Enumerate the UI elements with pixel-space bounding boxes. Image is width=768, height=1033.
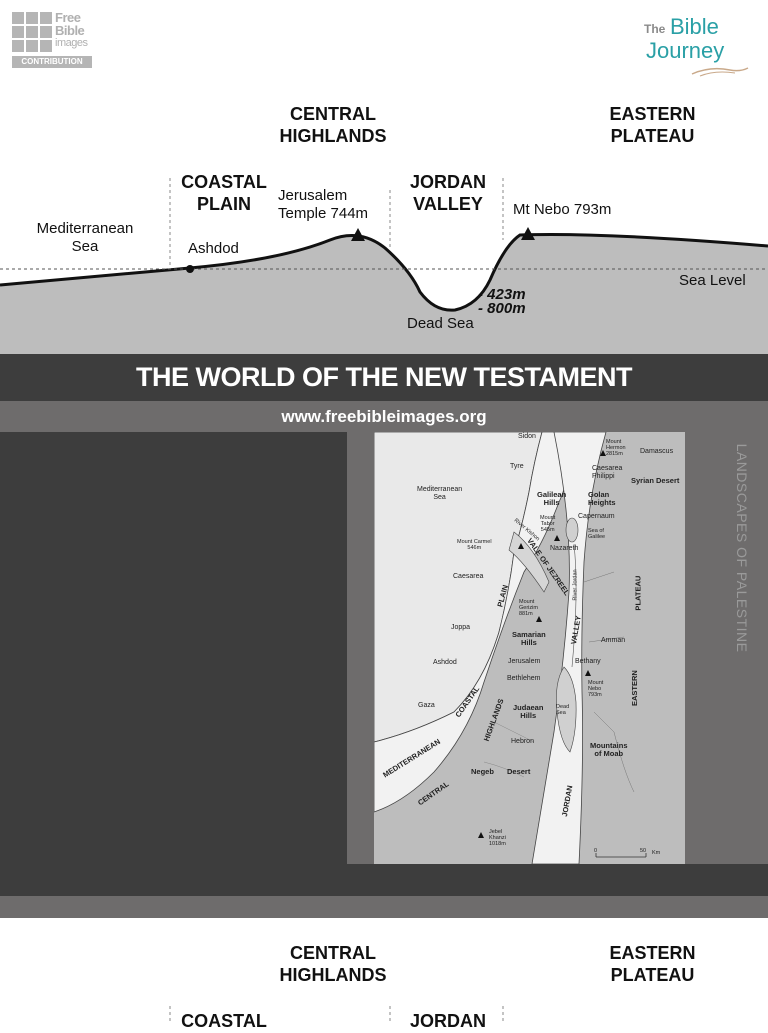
logo-contribution: CONTRIBUTION [12, 56, 92, 68]
dead-sea-profile-label: Dead Sea [407, 315, 474, 332]
depth-lake-label: - 423m [478, 286, 526, 303]
map-scale-fifty: 50 [640, 848, 647, 854]
jerusalem-peak-marker [351, 228, 365, 241]
side-label: LANDSCAPES OF PALESTINE [734, 443, 750, 653]
nebo-peak-marker [521, 227, 535, 240]
footer-band [0, 896, 768, 918]
map-hebron: Hebron [511, 738, 534, 745]
map-caesarea: Caesarea [453, 573, 484, 580]
url-band: www.freebibleimages.org [0, 401, 768, 432]
sea-level-label: Sea Level [679, 272, 746, 289]
logo-word-bible: Bible [670, 14, 719, 39]
title-banner: THE WORLD OF THE NEW TESTAMENT [0, 354, 768, 401]
map-ashdod: Ashdod [433, 659, 457, 666]
map-scale-zero: 0 [594, 848, 598, 854]
map-negeb: Negeb [471, 767, 494, 776]
map-amman: Amman [601, 637, 626, 644]
map-tyre: Tyre [510, 463, 524, 470]
map-bethlehem: Bethlehem [507, 675, 541, 682]
swoosh-icon [691, 67, 749, 77]
map-joppa: Joppa [451, 624, 471, 631]
map-nazareth: Nazareth [550, 545, 579, 552]
side-strip [711, 432, 768, 864]
map-gaza: Gaza [418, 702, 435, 709]
map-eastern: EASTERN [629, 670, 639, 707]
map-damascus: Damascus [640, 448, 674, 455]
mt-nebo-label: Mt Nebo 793m [513, 201, 612, 218]
map-river-jordan: River Jordan [572, 569, 579, 601]
ashdod-label: Ashdod [188, 240, 239, 257]
map-jerusalem: Jerusalem [508, 658, 541, 665]
repeat-dividers [169, 1006, 504, 1024]
logo-word-the: The [644, 22, 666, 36]
map-syrian-desert: Syrian Desert [631, 476, 680, 485]
logo-word-bible: Bible [55, 23, 85, 38]
map-sidon: Sidon [518, 433, 536, 440]
map-capernaum: Capernaum [578, 513, 615, 520]
bible-journey-logo: The Bible Journey [644, 14, 754, 80]
site-url: www.freebibleimages.org [281, 407, 487, 426]
elevation-profile [0, 178, 768, 354]
depth-bottom-label: - 800m [478, 300, 526, 317]
map-desert: Desert [507, 767, 531, 776]
logo-word-free: Free [55, 10, 81, 25]
logo-word-images: images [55, 37, 88, 49]
free-bible-images-logo: Free Bible images CONTRIBUTION [12, 10, 94, 70]
grid-logo-icon [12, 12, 52, 52]
map-drawing [374, 432, 647, 864]
page-title: THE WORLD OF THE NEW TESTAMENT [136, 362, 632, 392]
map-scale-km: Km [652, 850, 661, 856]
ashdod-marker [186, 265, 194, 273]
map-bethany: Bethany [575, 658, 601, 665]
map-plateau: PLATEAU [633, 575, 643, 611]
logo-word-journey: Journey [646, 38, 725, 63]
